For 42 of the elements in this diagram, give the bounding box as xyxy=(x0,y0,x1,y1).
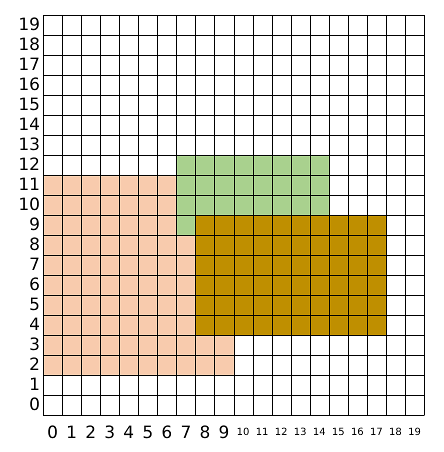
y-axis-number: 5 xyxy=(29,297,40,314)
y-axis-number: 17 xyxy=(18,57,40,74)
y-axis-number: 9 xyxy=(29,217,40,234)
y-axis-number: 3 xyxy=(29,337,40,354)
y-axis-number: 19 xyxy=(18,17,40,34)
y-axis-number: 18 xyxy=(18,37,40,54)
y-axis-number: 13 xyxy=(18,137,40,154)
x-axis-number: 2 xyxy=(85,425,96,442)
x-axis-number: 1 xyxy=(66,425,77,442)
y-axis-number: 7 xyxy=(29,257,40,274)
x-axis-number: 11 xyxy=(256,428,268,438)
x-axis-number: 7 xyxy=(180,425,192,442)
x-axis-number: 0 xyxy=(47,425,58,442)
x-axis-number: 17 xyxy=(370,428,383,438)
y-axis-number: 0 xyxy=(29,397,40,414)
x-axis-number: 4 xyxy=(123,425,134,442)
x-axis-number: 16 xyxy=(350,428,364,438)
x-axis-number: 3 xyxy=(104,425,116,442)
y-axis-number: 11 xyxy=(18,177,40,194)
x-axis-number: 5 xyxy=(142,425,154,442)
x-axis-number: 15 xyxy=(332,428,345,438)
y-axis-number: 6 xyxy=(29,277,40,294)
x-axis-number: 10 xyxy=(236,428,250,438)
y-axis-number: 12 xyxy=(18,157,40,174)
x-axis-number: 8 xyxy=(200,425,210,442)
y-axis-number: 4 xyxy=(29,317,40,334)
x-axis-number: 19 xyxy=(408,428,421,438)
x-axis-number: 12 xyxy=(274,428,288,438)
x-axis-number: 9 xyxy=(218,425,230,442)
x-axis-number: 14 xyxy=(312,428,326,438)
x-axis-number: 18 xyxy=(389,428,402,438)
y-axis-number: 16 xyxy=(18,77,40,94)
y-axis-number: 8 xyxy=(29,237,40,254)
y-axis-number: 2 xyxy=(29,357,40,374)
y-axis-number: 14 xyxy=(18,117,40,134)
y-axis-number: 1 xyxy=(29,377,40,394)
y-axis-number: 10 xyxy=(18,197,40,214)
x-axis-number: 13 xyxy=(294,428,307,438)
cell-rectangle-region xyxy=(176,155,329,215)
cell-rectangle-region xyxy=(195,215,386,335)
x-axis-number: 6 xyxy=(161,425,172,442)
y-axis-number: 15 xyxy=(18,97,40,114)
